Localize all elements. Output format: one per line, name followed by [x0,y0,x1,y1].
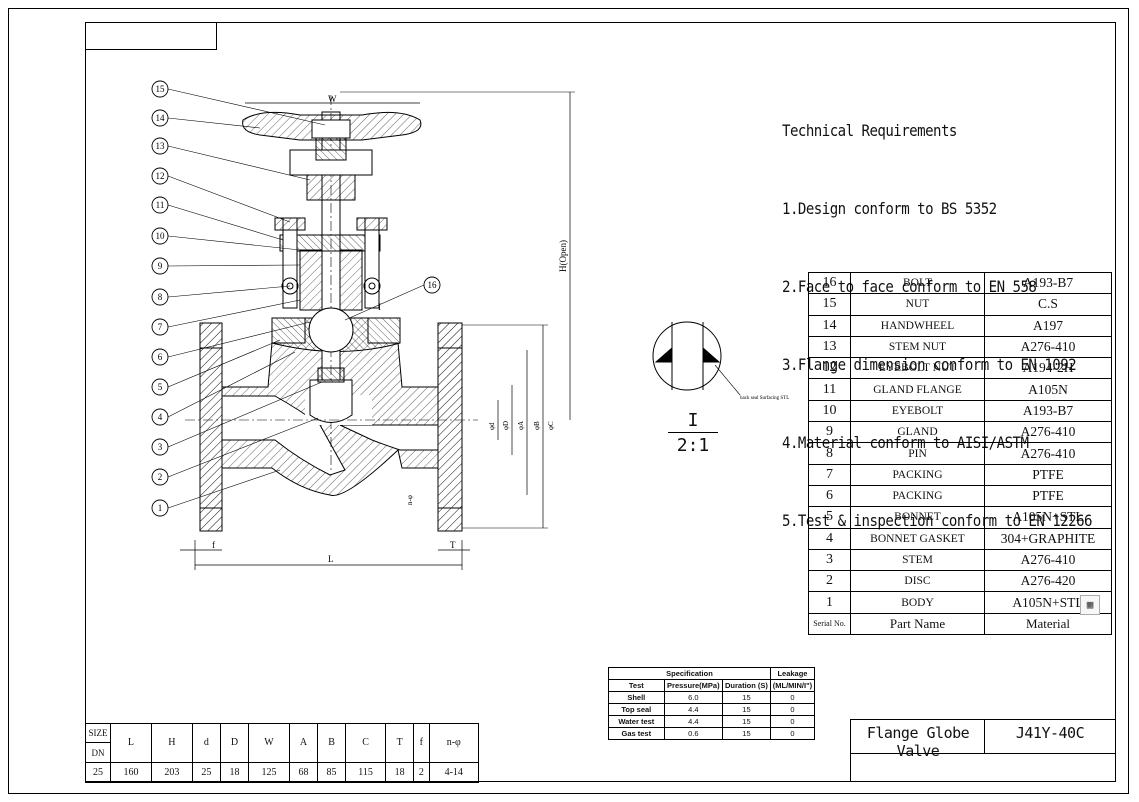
revision-box [85,22,217,50]
tech-title: Technical Requirements [782,121,957,140]
balloon-7: 7 [158,322,163,332]
dim-t-label: T [450,540,456,550]
dim-f-label: f [212,540,215,550]
title-block [850,719,1116,782]
tech-item-1: 1.Design conform to BS 5352 [782,199,997,218]
dimensions-table: SIZE L H d D W A B C T f n-φ DN 25 160 2… [85,723,480,783]
detail-i-mark: I [378,302,381,312]
balloon-12: 12 [156,171,165,181]
table-row: Gas test 0.6 15 0 [608,727,816,740]
table-row: Water test 4.4 15 0 [608,715,816,728]
table-row: 25 160 203 25 18 125 68 85 115 18 2 4-14 [85,762,480,783]
drawing-outer-border [8,8,1129,794]
balloon-5: 5 [158,382,163,392]
balloon-8: 8 [158,292,163,302]
dim-w-label: W [328,94,337,104]
dim-d-label: φd [488,422,496,430]
detail-scale: 2:1 [676,435,710,456]
dim-dd-label: φD [502,421,510,430]
leakage-header: Leakage [769,667,816,680]
drawing-inner-border [85,22,1116,782]
balloon-6: 6 [158,352,163,362]
balloon-2: 2 [158,472,163,482]
dim-a-label: φA [517,421,525,430]
dim-l-label: L [328,554,334,564]
balloon-4: 4 [158,412,163,422]
spec-header: Specification [608,667,771,680]
balloon-10: 10 [156,231,166,241]
detail-letter: I [687,410,699,431]
balloon-13: 13 [156,141,166,151]
detail-label: I 2:1 [668,410,718,456]
drawing-code: J41Y-40C [1015,724,1085,742]
dn-label: DN [85,742,111,763]
detail-note: back seal Surfacing STL [740,396,789,401]
balloon-9: 9 [158,261,163,271]
table-row: Shell 6.0 15 0 [608,691,816,704]
detail-divider [668,432,718,433]
drawing-title: Flange Globe Valve [866,724,970,760]
balloon-3: 3 [158,442,163,452]
balloon-11: 11 [156,200,165,210]
balloon-14: 14 [156,113,166,123]
test-spec-table: Specification Leakage Test Pressure(MPa)… [608,667,816,740]
balloon-16: 16 [428,280,438,290]
table-row: Top seal 4.4 15 0 [608,703,816,716]
dim-c-label: φC [547,421,555,430]
table-select-icon[interactable]: ▦ [1080,595,1100,615]
dim-b-label: φB [533,421,541,430]
balloon-1: 1 [158,503,163,513]
n-phi-label: n-φ [406,495,414,505]
title-block-vdivider [984,719,985,753]
size-label: SIZE [85,723,111,743]
title-block-divider [850,753,1116,754]
balloon-15: 15 [156,84,166,94]
dim-h-open-label: H(Open) [558,240,568,272]
